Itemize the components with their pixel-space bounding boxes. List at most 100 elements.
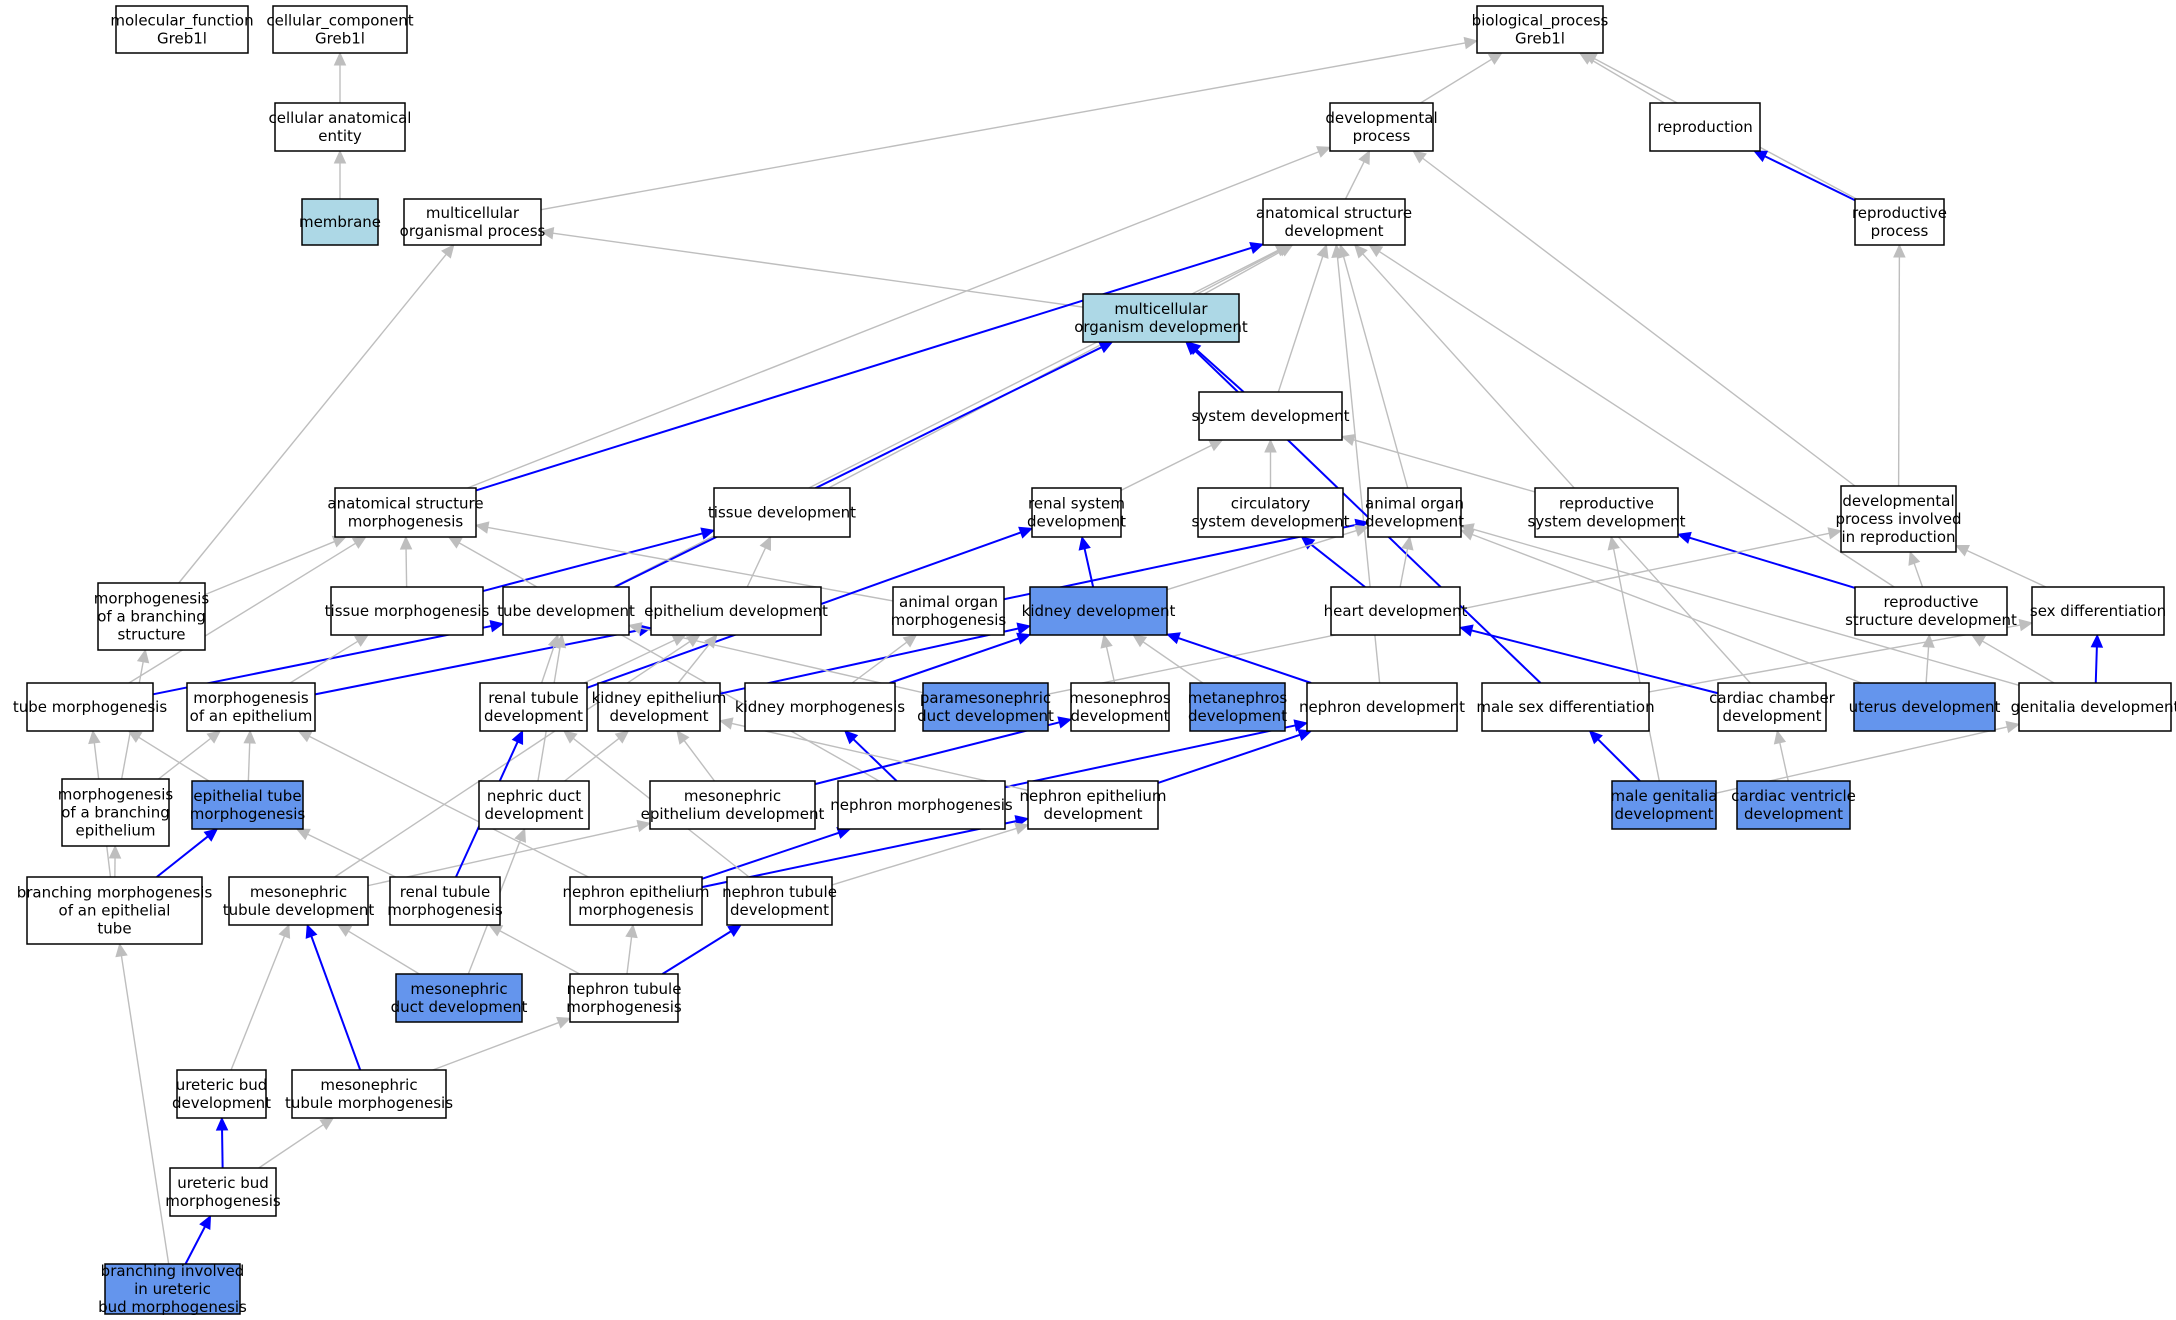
node-box: [478, 780, 590, 830]
edge-arrowhead: [685, 634, 701, 648]
node-label: entity: [318, 127, 362, 145]
node-box: [330, 586, 484, 636]
edge-arrowhead: [243, 729, 256, 744]
node-label: morphogenesis: [193, 689, 309, 707]
node-label: animal organ: [899, 593, 998, 611]
edge-uterus-to-aod: [1471, 533, 1862, 684]
node-box: [26, 876, 203, 945]
node-sexdiff[interactable]: sex differentiation: [2030, 586, 2166, 636]
node-label: mesonephric: [410, 980, 507, 998]
node-label: of an epithelial: [59, 902, 171, 920]
node-label: epithelium development: [641, 805, 825, 823]
node-box: [1736, 780, 1851, 830]
node-box: [291, 1069, 447, 1119]
node-label: in reproduction: [1841, 528, 1955, 546]
node-uterus[interactable]: uterus development: [1849, 682, 2001, 732]
node-tubemorph[interactable]: tube morphogenesis: [13, 682, 168, 732]
edge-moe-to-epidev: [314, 629, 640, 696]
node-tubedev[interactable]: tube development: [497, 586, 635, 636]
edge-arrowhead: [136, 648, 150, 664]
edge-arrowhead: [199, 1214, 212, 1230]
edge-arrowhead: [1827, 527, 1843, 540]
node-kmorph[interactable]: kidney morphogenesis: [735, 682, 905, 732]
node-box: [2031, 586, 2165, 636]
node-tissuemorph[interactable]: tissue morphogenesis: [325, 586, 490, 636]
edge-arrowhead: [354, 634, 370, 647]
node-nephrondev[interactable]: nephron development: [1299, 682, 1465, 732]
node-label: development: [1723, 707, 1822, 725]
edge-arrowhead: [539, 227, 555, 240]
node-sysdev[interactable]: system development: [1192, 391, 1350, 441]
node-label: morphogenesis: [190, 805, 306, 823]
node-heartdev[interactable]: heart development: [1324, 586, 1468, 636]
edge-nmorph-to-asm: [458, 542, 880, 782]
edge-bmet-to-etm: [156, 835, 209, 878]
node-tissuedev[interactable]: tissue development: [708, 487, 856, 538]
edge-sysdev-to-mod: [1196, 349, 1245, 393]
edge-kidneydev-to-renalsys: [1083, 548, 1095, 588]
edge-arrowhead: [447, 536, 463, 549]
edge-arrowhead: [305, 923, 318, 939]
edge-arrowhead: [333, 51, 347, 66]
node-box: [26, 682, 154, 732]
edge-rtd-to-tubedev: [540, 646, 555, 684]
node-nmorph[interactable]: nephron morphogenesis: [830, 780, 1013, 830]
node-label: mesonephric: [250, 883, 347, 901]
node-membrane[interactable]: membrane: [299, 198, 381, 246]
node-box: [186, 682, 316, 732]
node-genitalia[interactable]: genitalia development: [2011, 682, 2176, 732]
node-epidev[interactable]: epithelium development: [644, 586, 828, 636]
node-kidneydev[interactable]: kidney development: [1022, 586, 1176, 636]
node-repro[interactable]: reproduction: [1649, 102, 1761, 152]
edge-etm-to-tubemorph: [138, 736, 210, 782]
edge-arrowhead: [562, 730, 578, 744]
node-msd[interactable]: male sex differentiation: [1476, 682, 1655, 732]
node-label: morphogenesis: [891, 611, 1007, 629]
node-box: [61, 778, 170, 847]
node-box: [597, 682, 721, 732]
